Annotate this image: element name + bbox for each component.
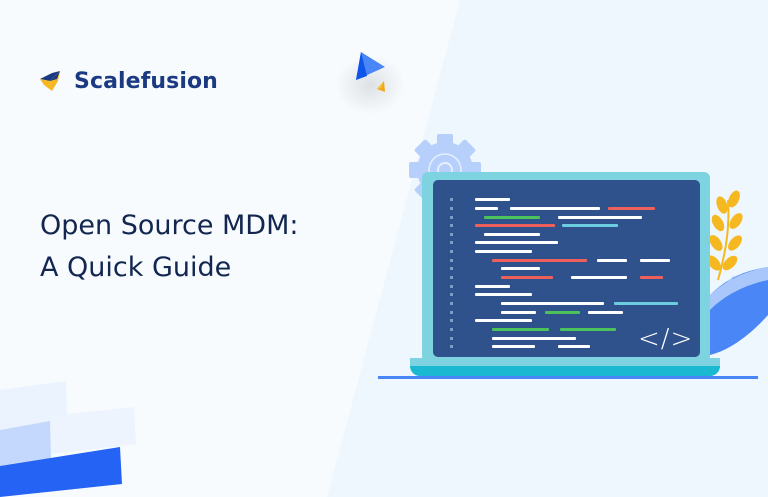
line-number-marker (450, 233, 453, 236)
line-number-marker (450, 302, 453, 305)
laptop-base-bottom (410, 366, 720, 376)
line-number-marker (450, 311, 453, 314)
code-line-segment (492, 337, 576, 340)
code-line-segment (475, 224, 555, 227)
code-line-segment (501, 276, 553, 279)
code-line-segment (640, 259, 670, 262)
code-line-segment (475, 241, 558, 244)
code-line-segment (571, 276, 627, 279)
code-line-segment (501, 302, 604, 305)
code-line-segment (501, 267, 540, 270)
line-number-marker (450, 337, 453, 340)
line-number-marker (450, 267, 453, 270)
brand-name: Scalefusion (74, 68, 218, 94)
decorative-bars (0, 381, 136, 497)
code-line-segment (475, 250, 532, 253)
line-number-marker (450, 216, 453, 219)
triangle-shape-icon (356, 52, 385, 92)
line-number-marker (450, 285, 453, 288)
line-number-marker (450, 241, 453, 244)
code-line-segment (492, 328, 549, 331)
code-line-segment (492, 345, 535, 348)
code-line-segment (484, 216, 540, 219)
code-line-segment (475, 198, 510, 201)
code-line-segment (475, 285, 510, 288)
code-tag-icon: </> (638, 324, 694, 354)
code-line-segment (475, 293, 532, 296)
line-number-marker (450, 328, 453, 331)
laptop-base-top (410, 358, 720, 368)
brand-logo[interactable]: Scalefusion (38, 66, 218, 96)
title-line-2: A Quick Guide (40, 252, 232, 283)
page-title: Open Source MDM: A Quick Guide (40, 205, 299, 289)
title-line-1: Open Source MDM: (40, 210, 299, 241)
code-line-segment (558, 345, 590, 348)
code-line-segment (588, 311, 623, 314)
line-number-marker (450, 259, 453, 262)
code-line-segment (597, 259, 627, 262)
code-line-segment (640, 276, 663, 279)
code-line-segment (484, 233, 540, 236)
code-line-segment (562, 224, 618, 227)
code-line-segment (475, 207, 498, 210)
code-line-segment (545, 311, 580, 314)
floor-line (378, 376, 758, 379)
code-line-segment (608, 207, 655, 210)
code-line-segment (501, 311, 536, 314)
line-number-marker (450, 198, 453, 201)
code-line-segment (510, 207, 600, 210)
line-number-marker (450, 250, 453, 253)
line-number-marker (450, 319, 453, 322)
code-line-segment (558, 216, 642, 219)
code-line-segment (560, 328, 616, 331)
line-number-marker (450, 276, 453, 279)
line-number-marker (450, 224, 453, 227)
scalefusion-logo-icon (40, 71, 60, 91)
line-number-marker (450, 293, 453, 296)
code-line-segment (475, 319, 532, 322)
code-line-segment (492, 259, 587, 262)
code-line-segment (614, 302, 678, 305)
line-number-marker (450, 207, 453, 210)
line-number-marker (450, 345, 453, 348)
